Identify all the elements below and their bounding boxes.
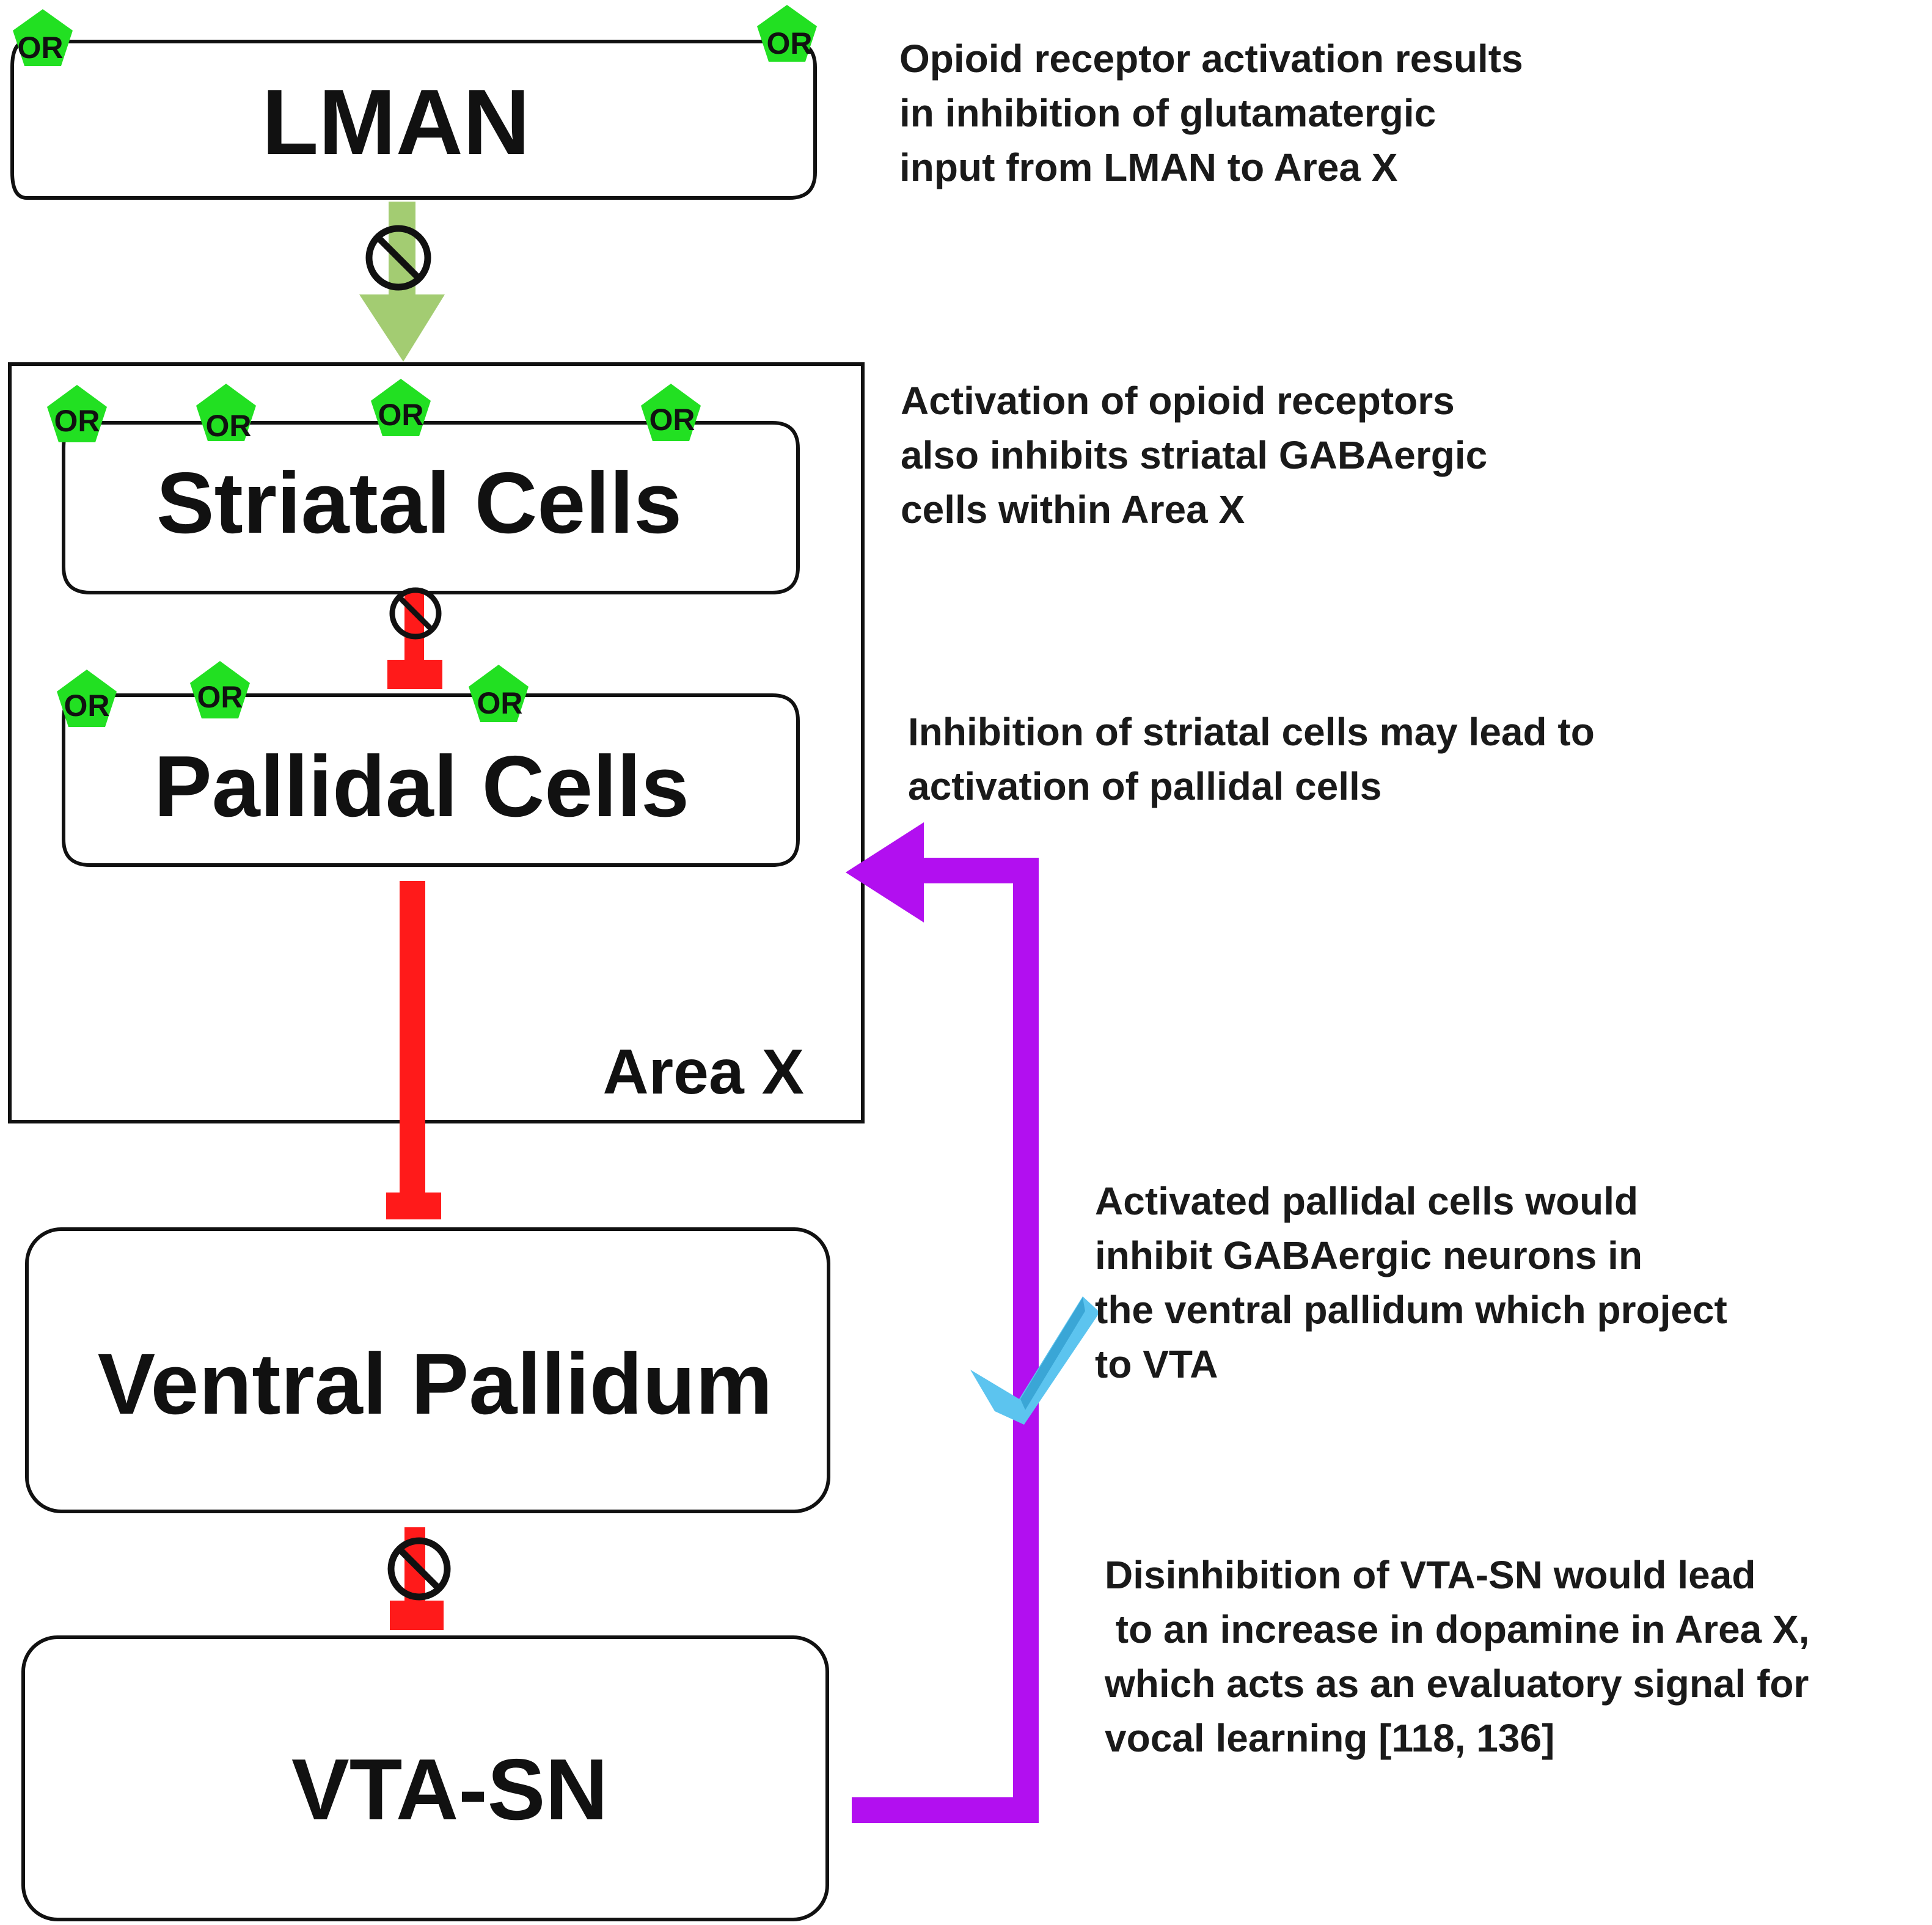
receptor-icon: OR (371, 379, 431, 436)
receptor-label: OR (64, 689, 110, 723)
striatal-cells-label: Striatal Cells (156, 455, 682, 552)
receptor-label: OR (649, 403, 695, 437)
receptor-icon: OR (641, 384, 701, 441)
receptor-label: OR (767, 26, 813, 60)
receptor-icon: OR (13, 9, 73, 66)
vta-annotation: Disinhibition of VTA-SN would lead to an… (1105, 1553, 1810, 1760)
receptor-label: OR (378, 398, 424, 432)
ventral-pallidum-label: Ventral Pallidum (98, 1335, 773, 1433)
receptor-icon: OR (196, 384, 256, 443)
ventral-pallidum-annotation: Activated pallidal cells would inhibit G… (1095, 1179, 1727, 1386)
receptor-label: OR (477, 686, 523, 720)
prohibition-icon (389, 587, 442, 640)
vta-sn-box: VTA-SN (21, 1635, 829, 1921)
pallidal-annotation: Inhibition of striatal cells may lead to… (908, 710, 1595, 808)
check-mark-icon (970, 1296, 1100, 1425)
area-x-label: Area X (602, 1037, 804, 1108)
receptor-icon: OR (47, 385, 107, 442)
ventral-pallidum-box: Ventral Pallidum (25, 1227, 830, 1513)
prohibition-icon (365, 225, 431, 291)
prohibition-icon (387, 1537, 451, 1601)
striatal-annotation: Activation of opioid receptors also inhi… (901, 379, 1488, 531)
receptor-label: OR (18, 31, 64, 65)
receptor-icon: OR (57, 670, 117, 727)
receptor-icon: OR (190, 661, 250, 718)
striatal-cells-box: Striatal Cells (62, 421, 800, 594)
receptor-icon: OR (757, 5, 817, 62)
area-x-box: Area X (8, 362, 865, 1123)
receptor-label: OR (206, 409, 252, 443)
receptor-label: OR (54, 404, 100, 438)
lman-box: LMAN (10, 40, 817, 200)
lman-label: LMAN (262, 70, 530, 174)
vta-sn-label: VTA-SN (291, 1741, 608, 1838)
vta-to-area-x-dopamine-path (846, 822, 1039, 1823)
receptor-label: OR (197, 680, 243, 714)
pallidal-cells-box: Pallidal Cells (62, 693, 800, 867)
pallidal-to-ventral-pallidum-inhibition (386, 881, 441, 1219)
lman-annotation: Opioid receptor activation results in in… (899, 37, 1523, 189)
pallidal-cells-label: Pallidal Cells (154, 738, 689, 835)
receptor-icon: OR (469, 665, 529, 722)
striatal-to-pallidal-inhibition (387, 591, 442, 689)
